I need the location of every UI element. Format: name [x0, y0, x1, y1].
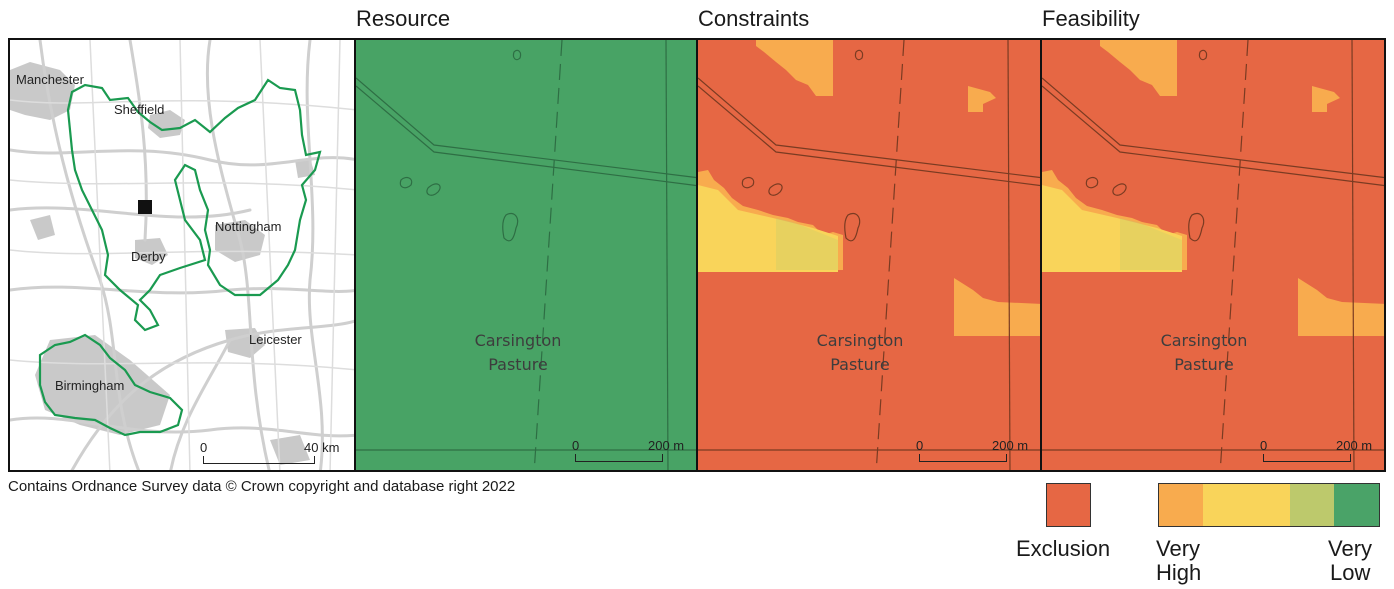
- feasibility-site-label-2: Pasture: [1174, 355, 1234, 374]
- feasibility-scale-end: 200 m: [1336, 438, 1373, 453]
- resource-title: Resource: [356, 6, 451, 31]
- study-boundary-north: [66, 78, 322, 332]
- site-marker: [138, 200, 152, 214]
- roads: [10, 40, 354, 470]
- feasibility-suitability-zones: [1042, 40, 1384, 336]
- overview-scale-bar: [203, 456, 315, 464]
- resource-site-label-1: Carsington: [474, 331, 562, 350]
- constraints-site-label-2: Pasture: [830, 355, 890, 374]
- legend-very-low-label-1: Very: [1328, 536, 1373, 561]
- legend-very-low-swatch: [1334, 484, 1379, 526]
- city-label-nottingham: Nottingham: [215, 219, 282, 234]
- resource-scale-end: 200 m: [648, 438, 685, 453]
- legend-suitability-ramp: [1158, 483, 1380, 527]
- constraints-scale-bar: [919, 454, 1007, 462]
- overview-map[interactable]: Manchester Sheffield Nottingham Derby Le…: [8, 38, 356, 472]
- city-label-manchester: Manchester: [16, 72, 84, 87]
- constraints-scale-start: 0: [916, 438, 924, 453]
- legend-exclusion-label: Exclusion: [1016, 536, 1111, 561]
- legend-low-swatch: [1290, 484, 1334, 526]
- legend-very-high-label-2: High: [1156, 560, 1202, 585]
- resource-features: [356, 40, 696, 470]
- legend-very-high-swatch: [1159, 484, 1203, 526]
- feasibility-map[interactable]: Carsington Pasture 0 200 m: [1040, 38, 1386, 472]
- resource-map-canvas: [356, 40, 696, 470]
- overview-map-canvas: [10, 40, 354, 470]
- resource-map[interactable]: Carsington Pasture 0 200 m: [354, 38, 698, 472]
- city-label-sheffield: Sheffield: [114, 102, 165, 117]
- constraints-map-canvas: [698, 40, 1040, 470]
- resource-scale-bar: [575, 454, 663, 462]
- legend-very-low-label-2: Low: [1330, 560, 1371, 585]
- resource-scale-start: 0: [572, 438, 580, 453]
- os-credit: Contains Ordnance Survey data © Crown co…: [8, 478, 516, 495]
- legend-very-high-label-1: Very: [1156, 536, 1201, 561]
- feasibility-scale-start: 0: [1260, 438, 1268, 453]
- city-label-derby: Derby: [131, 249, 166, 264]
- constraints-site-label-1: Carsington: [816, 331, 904, 350]
- legend-high-swatch: [1203, 484, 1290, 526]
- constraints-scale-end: 200 m: [992, 438, 1029, 453]
- resource-site-label-2: Pasture: [488, 355, 548, 374]
- legend-exclusion-swatch: [1046, 483, 1091, 527]
- feasibility-title: Feasibility: [1042, 6, 1140, 31]
- constraints-suitability-zones: [698, 40, 1040, 336]
- overview-scale-end: 40 km: [304, 440, 340, 455]
- city-label-leicester: Leicester: [249, 332, 302, 347]
- feasibility-site-label-1: Carsington: [1160, 331, 1248, 350]
- overview-scale-start: 0: [200, 440, 208, 455]
- feasibility-map-canvas: [1042, 40, 1384, 470]
- constraints-features: [698, 40, 1040, 470]
- feasibility-scale-bar: [1263, 454, 1351, 462]
- feasibility-features: [1042, 40, 1384, 470]
- study-boundary-birmingham: [38, 333, 184, 437]
- constraints-title: Constraints: [698, 6, 810, 31]
- city-label-birmingham: Birmingham: [55, 378, 125, 393]
- constraints-map[interactable]: Carsington Pasture 0 200 m: [696, 38, 1042, 472]
